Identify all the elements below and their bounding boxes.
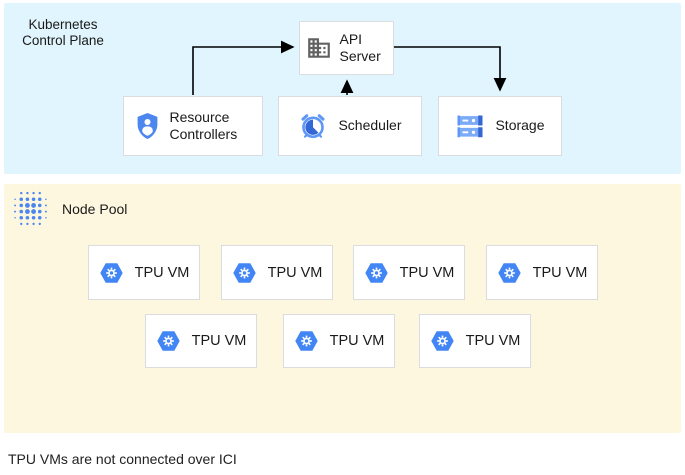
dot-grid-icon xyxy=(14,191,47,226)
tpu-vm-node: TPU VM xyxy=(221,245,333,300)
storage-node: Storage xyxy=(438,96,562,156)
tpu-vm-node: TPU VM xyxy=(145,314,257,368)
tpu-vm-node: TPU VM xyxy=(486,245,598,300)
tpu-vm-label: TPU VM xyxy=(267,264,323,281)
server-stack-icon xyxy=(457,115,483,138)
api-server-label: API Server xyxy=(339,30,381,65)
tpu-vm-label: TPU VM xyxy=(329,333,385,349)
scheduler-label: Scheduler xyxy=(338,117,402,134)
resource-controllers-label: Resource Controllers xyxy=(169,108,238,143)
tpu-vm-label: TPU VM xyxy=(532,264,588,281)
gke-hexagon-gear-icon xyxy=(232,262,256,283)
tpu-vm-label: TPU VM xyxy=(465,333,521,349)
gke-hexagon-gear-icon xyxy=(430,331,454,351)
node-pool-panel xyxy=(4,184,681,433)
node-pool-label: Node Pool xyxy=(62,201,128,217)
resource-controllers-node: Resource Controllers xyxy=(123,96,263,156)
gke-hexagon-gear-icon xyxy=(156,331,180,351)
control-plane-label: Kubernetes Control Plane xyxy=(22,17,104,49)
gke-hexagon-gear-icon xyxy=(497,262,521,283)
storage-label: Storage xyxy=(495,117,545,134)
diagram-caption: TPU VMs are not connected over ICI xyxy=(8,451,237,467)
shield-user-icon xyxy=(137,112,157,140)
building-icon xyxy=(307,38,330,58)
gke-hexagon-gear-icon xyxy=(99,262,123,283)
tpu-vm-label: TPU VM xyxy=(399,264,455,281)
tpu-vm-label: TPU VM xyxy=(191,333,247,349)
tpu-vm-node: TPU VM xyxy=(283,314,395,368)
tpu-vm-node: TPU VM xyxy=(419,314,531,368)
tpu-vm-label: TPU VM xyxy=(134,264,190,281)
scheduler-node: Scheduler xyxy=(278,96,422,156)
gke-hexagon-gear-icon xyxy=(294,331,318,351)
tpu-vm-node: TPU VM xyxy=(353,245,465,300)
api-server-node: API Server xyxy=(299,21,394,75)
tpu-vm-node: TPU VM xyxy=(88,245,200,300)
alarm-clock-icon xyxy=(301,114,325,139)
gke-hexagon-gear-icon xyxy=(364,262,388,283)
